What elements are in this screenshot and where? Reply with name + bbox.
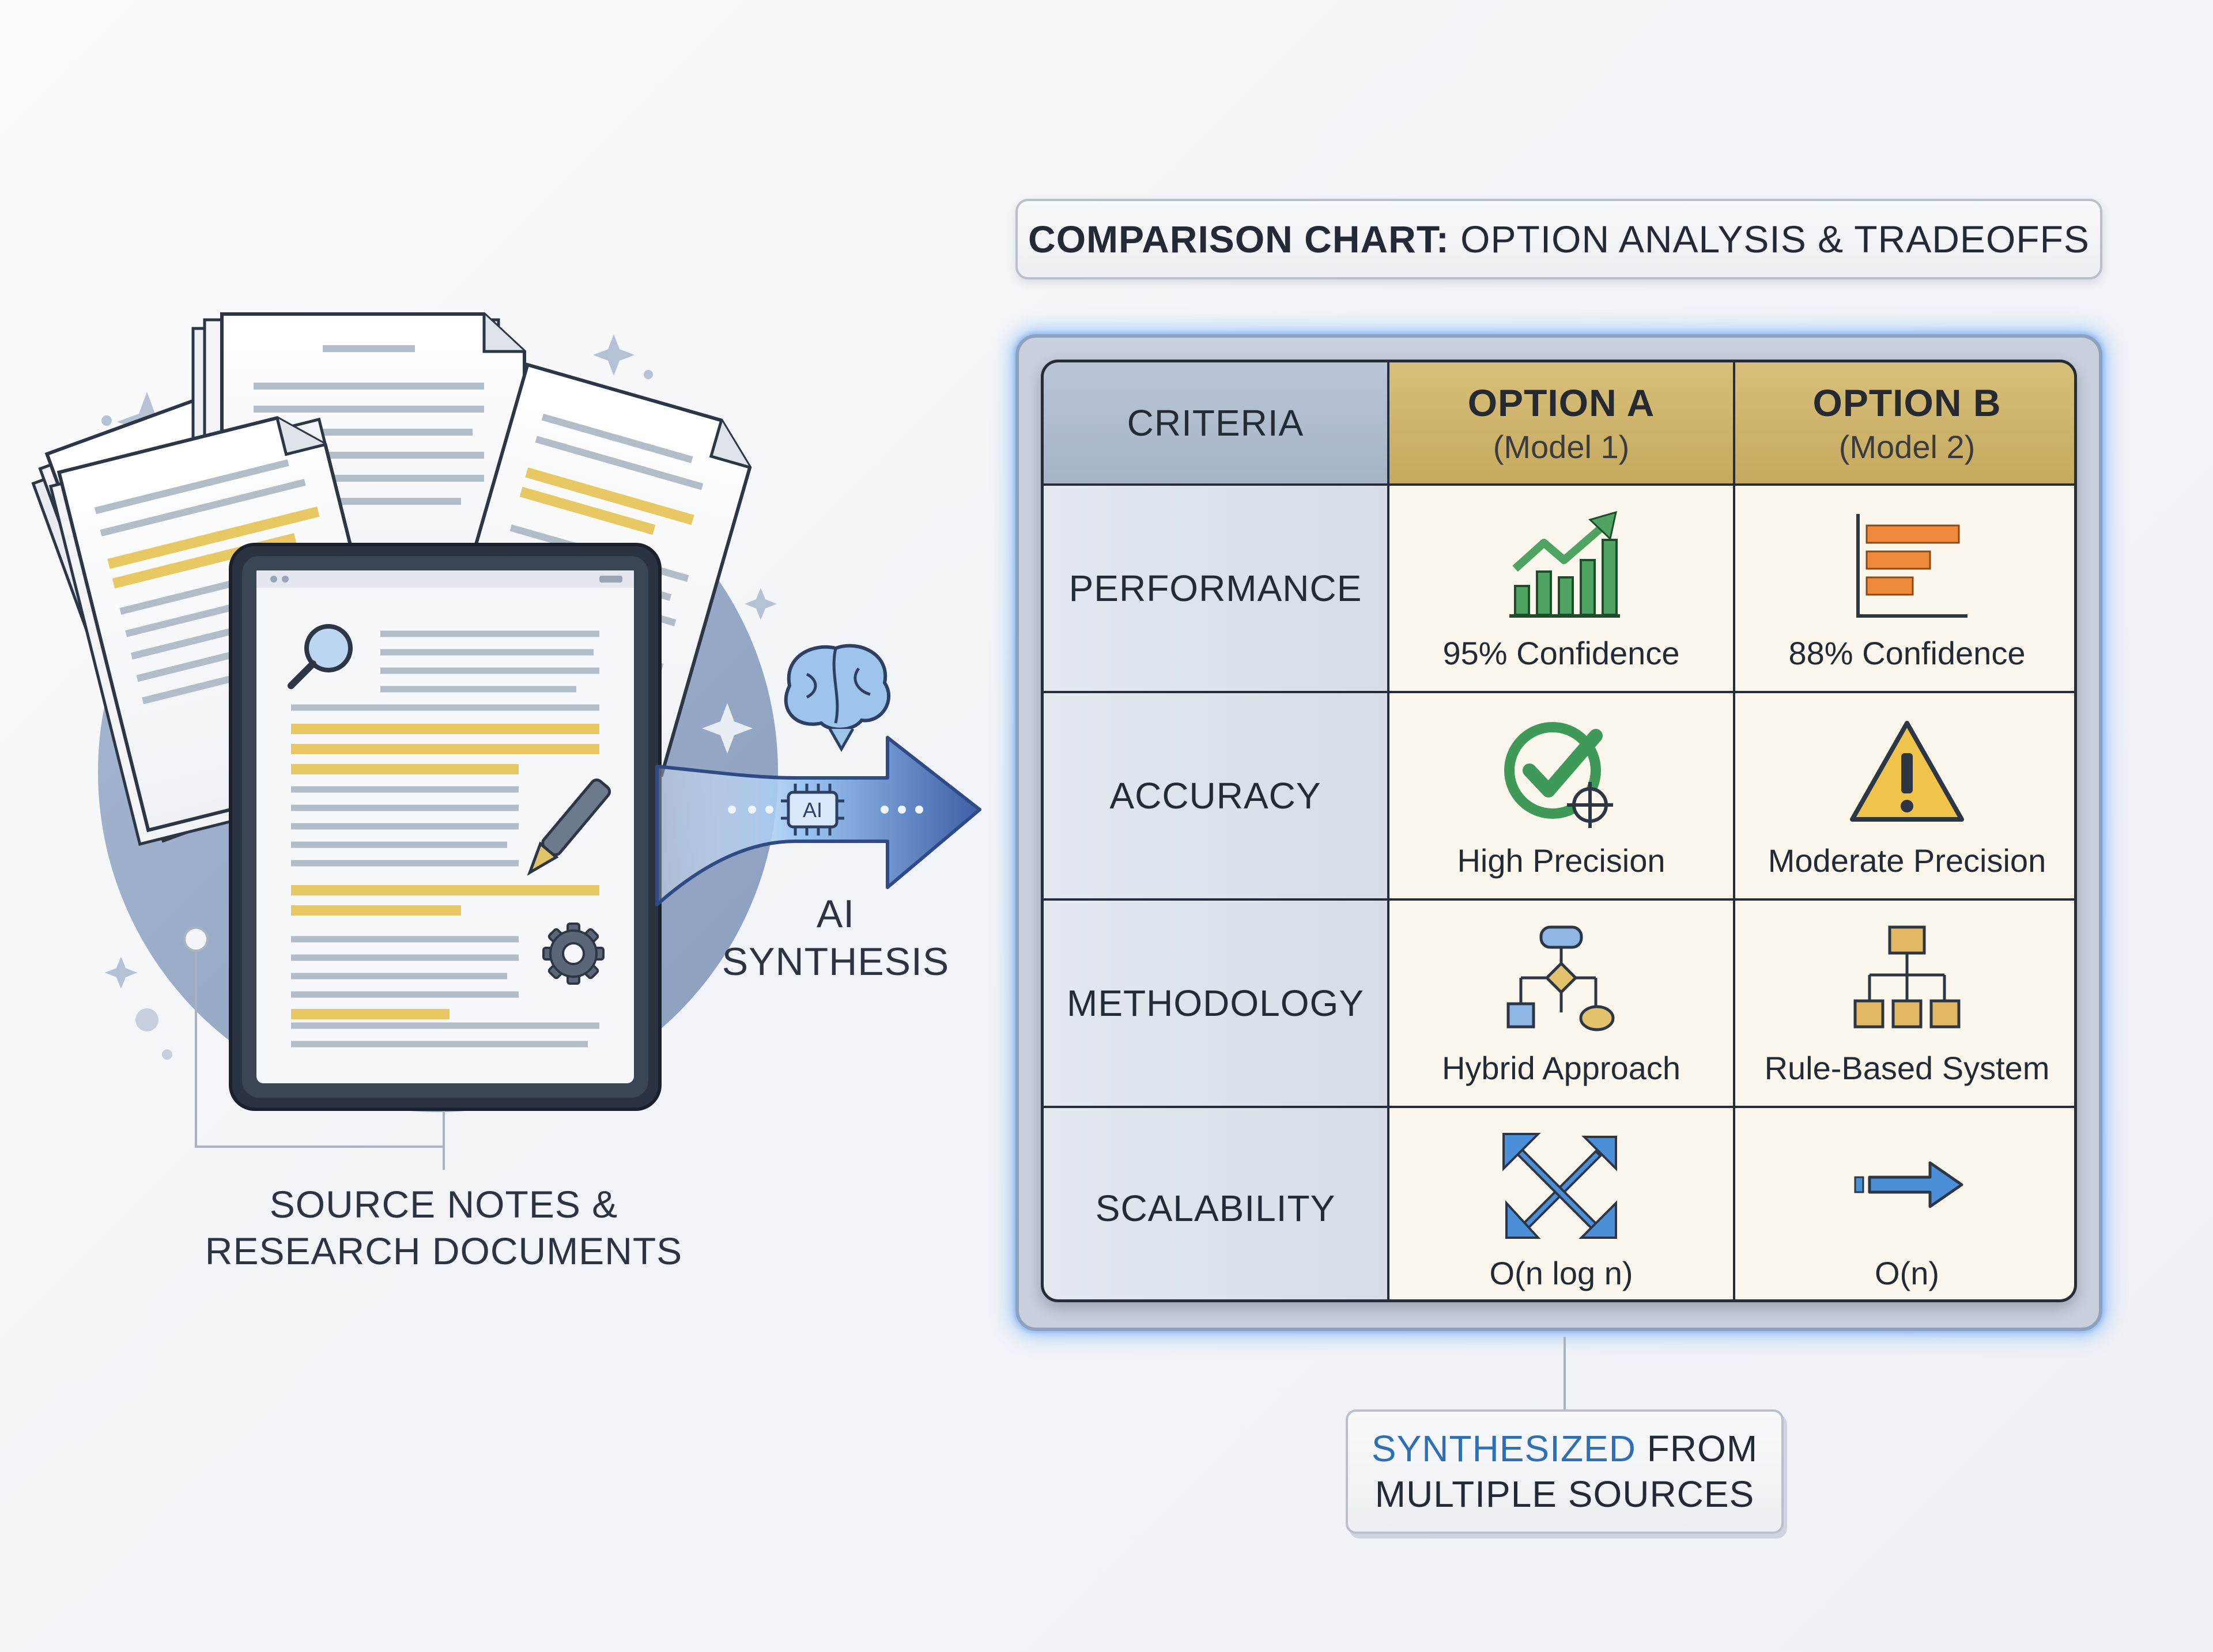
expand-arrows-icon bbox=[1502, 1132, 1617, 1239]
ai-synthesis-arrow: AI bbox=[655, 644, 981, 906]
source-caption-line1: SOURCE NOTES & bbox=[269, 1183, 618, 1226]
ai-synthesis-caption: AI SYNTHESIS bbox=[692, 890, 980, 986]
brain-icon bbox=[784, 644, 891, 753]
research-documents-illustration bbox=[31, 312, 778, 1170]
comparison-chart-title: COMPARISON CHART: OPTION ANALYSIS & TRAD… bbox=[1015, 199, 2102, 279]
synthesized-note: SYNTHESIZED FROM MULTIPLE SOURCES bbox=[1346, 1409, 1784, 1534]
cell-accuracy-a: High Precision bbox=[1389, 693, 1733, 898]
option-a-header: OPTION A (Model 1) bbox=[1389, 362, 1733, 483]
gear-icon bbox=[542, 923, 605, 985]
cell-performance-b: 88% Confidence bbox=[1735, 486, 2074, 691]
methodology-a-label: Hybrid Approach bbox=[1441, 1049, 1680, 1086]
magnifier-icon bbox=[288, 624, 353, 689]
performance-a-label: 95% Confidence bbox=[1442, 634, 1680, 671]
methodology-b-label: Rule-Based System bbox=[1764, 1049, 2050, 1086]
cell-scalability-a: O(n log n) bbox=[1389, 1108, 1733, 1299]
criteria-methodology: METHODOLOGY bbox=[1044, 901, 1387, 1106]
check-target-icon bbox=[1504, 721, 1613, 828]
ai-caption-line2: SYNTHESIS bbox=[722, 939, 950, 984]
synthesized-line1: SYNTHESIZED FROM bbox=[1372, 1426, 1758, 1472]
cell-methodology-b: Rule-Based System bbox=[1735, 901, 2074, 1106]
synthesized-from: FROM bbox=[1636, 1427, 1758, 1469]
criteria-header: CRITERIA bbox=[1044, 362, 1387, 483]
accuracy-b-label: Moderate Precision bbox=[1768, 842, 2046, 879]
bar-chart-icon bbox=[1856, 513, 1967, 618]
accuracy-a-label: High Precision bbox=[1457, 842, 1666, 879]
scalability-a-label: O(n log n) bbox=[1489, 1254, 1633, 1291]
option-b-header: OPTION B (Model 2) bbox=[1735, 362, 2074, 483]
footer-connector bbox=[1564, 1337, 1566, 1411]
option-a-name: OPTION A bbox=[1467, 381, 1655, 424]
tablet-icon bbox=[229, 543, 662, 1111]
hierarchy-icon bbox=[1853, 925, 1961, 1028]
flowchart-icon bbox=[1506, 925, 1615, 1031]
source-caption-line2: RESEARCH DOCUMENTS bbox=[205, 1229, 683, 1272]
criteria-accuracy: ACCURACY bbox=[1044, 693, 1387, 898]
option-b-sub: (Model 2) bbox=[1838, 428, 1976, 465]
option-a-sub: (Model 1) bbox=[1493, 428, 1630, 465]
criteria-performance: PERFORMANCE bbox=[1044, 486, 1387, 691]
comparison-table: CRITERIA OPTION A (Model 1) OPTION B (Mo… bbox=[1041, 360, 2077, 1302]
cell-scalability-b: O(n) bbox=[1735, 1108, 2074, 1299]
scalability-b-label: O(n) bbox=[1875, 1254, 1939, 1291]
title-bold: COMPARISON CHART: bbox=[1028, 218, 1449, 260]
title-rest: OPTION ANALYSIS & TRADEOFFS bbox=[1449, 218, 2090, 260]
warning-icon bbox=[1850, 720, 1964, 822]
synthesized-highlight: SYNTHESIZED bbox=[1371, 1427, 1636, 1469]
growth-chart-icon bbox=[1509, 511, 1620, 618]
synthesized-line2: MULTIPLE SOURCES bbox=[1374, 1473, 1755, 1515]
pen-icon bbox=[527, 778, 611, 876]
ai-chip-icon: AI bbox=[781, 784, 844, 836]
criteria-scalability: SCALABILITY bbox=[1044, 1108, 1387, 1299]
cell-performance-a: 95% Confidence bbox=[1389, 486, 1733, 691]
option-b-name: OPTION B bbox=[1812, 381, 2001, 424]
right-arrow-icon bbox=[1854, 1161, 1963, 1208]
performance-b-label: 88% Confidence bbox=[1788, 634, 2026, 671]
ai-caption-line1: AI bbox=[816, 892, 855, 936]
source-notes-caption: SOURCE NOTES & RESEARCH DOCUMENTS bbox=[167, 1181, 720, 1274]
cell-methodology-a: Hybrid Approach bbox=[1389, 901, 1733, 1106]
cell-accuracy-b: Moderate Precision bbox=[1735, 693, 2074, 898]
ai-chip-label: AI bbox=[803, 798, 822, 822]
